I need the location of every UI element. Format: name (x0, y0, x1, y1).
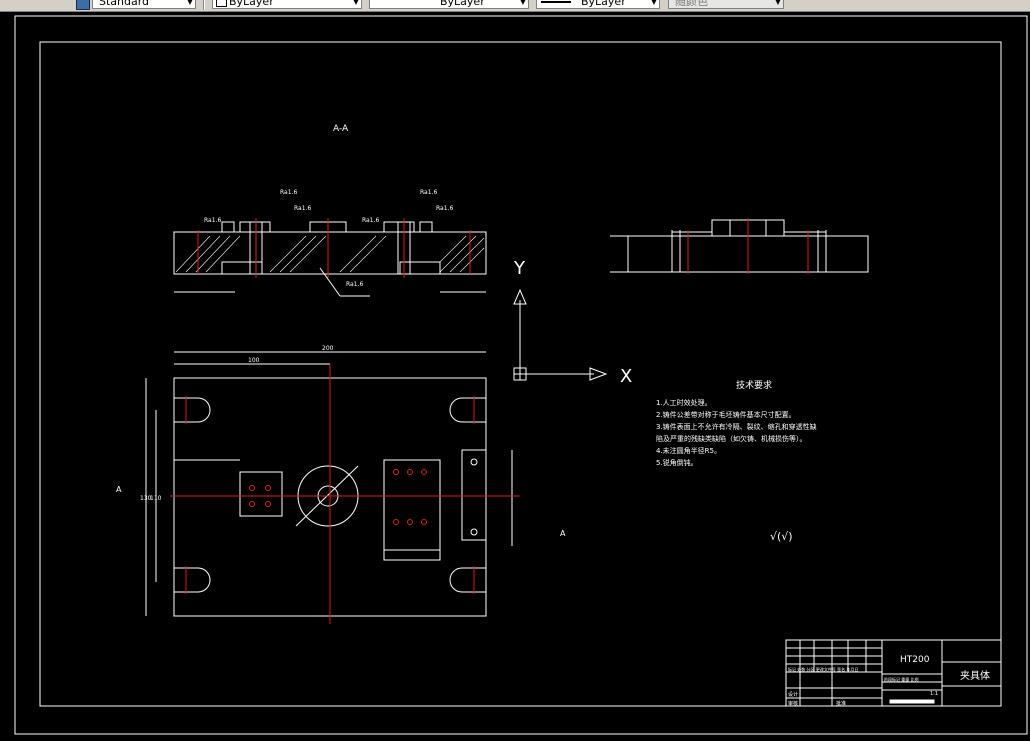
layer-color-value: ByLayer (229, 0, 274, 8)
side-centerlines (687, 218, 809, 274)
lineweight-value: ByLayer (581, 0, 626, 8)
text-style-combo[interactable]: Standard ▼ (92, 0, 196, 9)
plan-view: 200 100 130 110 A A (116, 345, 566, 617)
part-name-label: 夹具体 (960, 669, 990, 682)
dim-100: 100 (248, 357, 260, 364)
chevron-down-icon[interactable]: ▼ (352, 0, 359, 6)
side-view (610, 219, 869, 273)
section-view-aa: A-A Ra1.6 Ra1.6 Ra1.6 Ra1.6 Ra1.6 Ra1.6 … (173, 124, 487, 297)
technical-requirements: 技术要求 1.人工时效处理。 2.铸件公差带对称于毛坯铸件基本尺寸配置。 3.铸… (656, 379, 817, 543)
section-label: A-A (333, 124, 349, 134)
title-block-scale: 1:1 (930, 691, 938, 697)
ucs-y-label: Y (513, 258, 526, 279)
lineweight-combo[interactable]: ByLayer ▼ (536, 0, 660, 9)
tech-req-line: 陷及严重的残缺类缺陷（如欠铸、机械损伤等）。 (656, 434, 807, 443)
material-label: HT200 (900, 655, 930, 665)
ra-label: Ra1.6 (436, 205, 453, 212)
title-block-header: 标记 处数 分区 更改文件号 签名 年月日 (788, 666, 858, 672)
title-block-stage: 阶段标记 重量 比例 (884, 676, 919, 682)
tech-req-line: 1.人工时效处理。 (656, 398, 712, 407)
layer-color-combo[interactable]: ByLayer ▼ (212, 0, 362, 9)
chevron-down-icon: ▼ (774, 0, 781, 6)
ra-label: Ra1.6 (294, 205, 311, 212)
roughness-note: √(√) (770, 530, 793, 543)
title-block-approve: 批准 (836, 700, 846, 707)
properties-toolbar: Standard ▼ ByLayer ▼ ByLayer ▼ ByLayer ▼… (0, 0, 1030, 12)
lineweight-sample-icon (541, 1, 571, 3)
ra-label: Ra1.6 (420, 189, 437, 196)
inner-frame (39, 41, 1002, 707)
plan-centerlines (170, 364, 520, 624)
section-mark-a: A (116, 485, 122, 494)
text-style-value: Standard (99, 0, 150, 8)
ucs-icon: Y X (513, 258, 632, 387)
ra-label: Ra1.6 (346, 281, 363, 288)
tech-req-line: 2.铸件公差带对称于毛坯铸件基本尺寸配置。 (656, 410, 796, 419)
tech-req-line: 4.未注圆角半径R5。 (656, 446, 721, 455)
ra-label: Ra1.6 (362, 217, 379, 224)
dim-110: 110 (150, 495, 162, 502)
dim-200: 200 (322, 345, 334, 352)
section-centerlines (197, 218, 471, 278)
tech-req-line: 5.锐角倒钝。 (656, 458, 698, 467)
plot-style-combo: 随颜色 ▼ (668, 0, 784, 9)
outer-frame (14, 15, 1028, 735)
section-mark-a-right: A (560, 529, 566, 538)
tech-req-line: 3.铸件表面上不允许有冷隔、裂纹、缩孔和穿透性缺 (656, 422, 817, 431)
drawing-canvas[interactable]: A-A Ra1.6 Ra1.6 Ra1.6 Ra1.6 Ra1.6 Ra1.6 … (0, 12, 1030, 741)
ra-label: Ra1.6 (204, 217, 221, 224)
color-swatch-icon (216, 0, 227, 7)
chevron-down-icon[interactable]: ▼ (519, 0, 526, 6)
dim-130: 130 (140, 495, 152, 502)
chevron-down-icon[interactable]: ▼ (650, 0, 657, 6)
toolbar-separator (203, 0, 205, 10)
ra-label: Ra1.6 (280, 189, 297, 196)
title-block: HT200 夹具体 标记 处数 分区 更改文件号 签名 年月日 阶段标记 重量 … (785, 639, 1002, 707)
text-style-icon[interactable] (76, 0, 90, 10)
title-block-review: 审核 (788, 700, 798, 707)
plot-style-value: 随颜色 (675, 0, 708, 8)
linetype-value: ByLayer (440, 0, 485, 8)
tech-req-title: 技术要求 (736, 379, 772, 391)
linetype-combo[interactable]: ByLayer ▼ (369, 0, 529, 9)
ucs-x-label: X (620, 366, 632, 387)
title-block-design: 设计 (788, 691, 798, 698)
chevron-down-icon[interactable]: ▼ (186, 0, 193, 6)
